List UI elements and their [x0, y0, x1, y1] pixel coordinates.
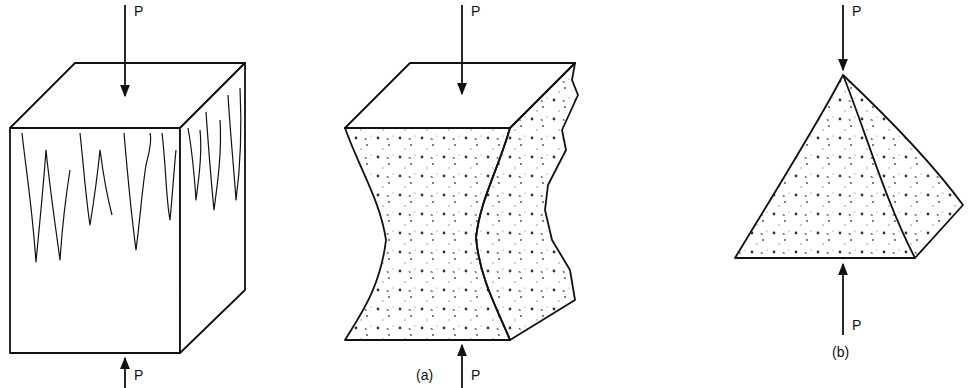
load-label: P	[134, 368, 143, 382]
load-label: P	[471, 368, 480, 382]
load-label: P	[134, 4, 143, 18]
load-label: P	[852, 318, 861, 332]
figure-label: (b)	[832, 345, 849, 359]
load-label: P	[471, 4, 480, 18]
hourglass-failure	[345, 5, 578, 388]
pyramid-failure	[735, 5, 963, 335]
load-label: P	[852, 4, 861, 18]
cracked-cube	[10, 5, 245, 388]
figure-label: (a)	[416, 368, 433, 382]
